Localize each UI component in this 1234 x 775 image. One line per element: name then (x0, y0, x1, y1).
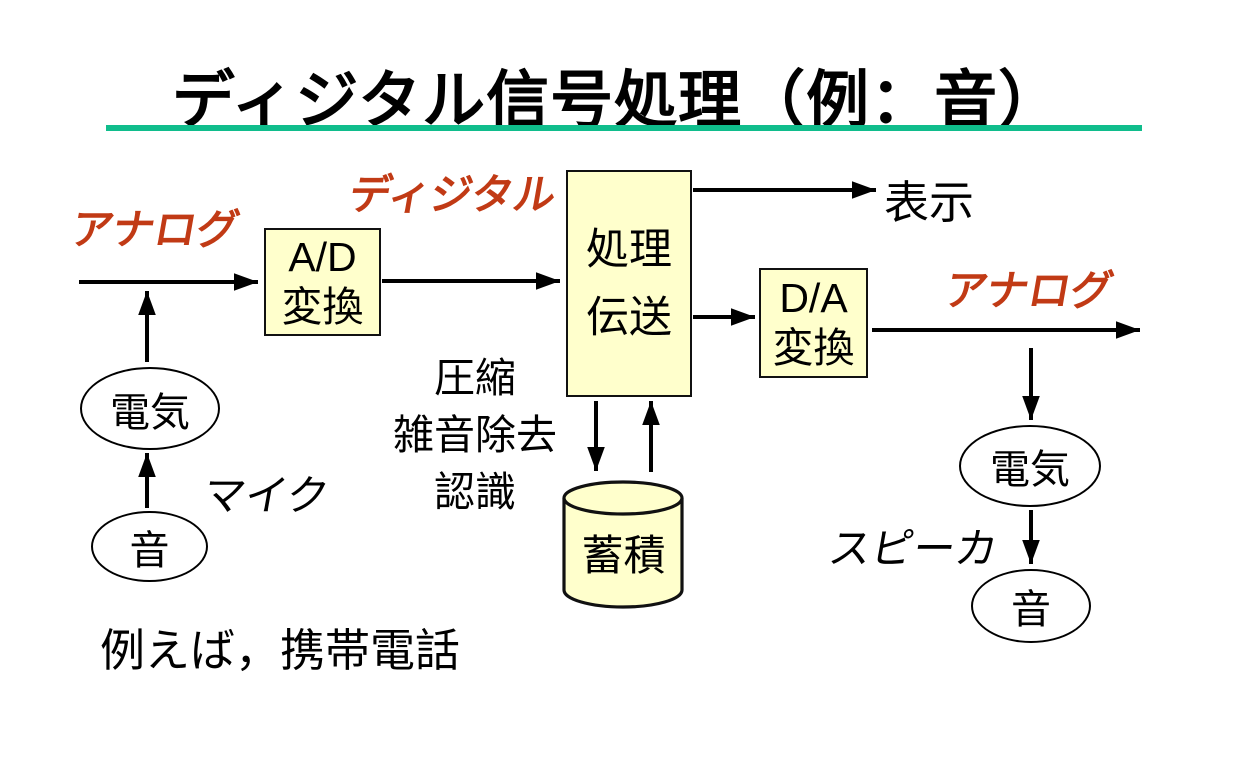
da-converter-line2: 変換 (772, 325, 855, 371)
ad-converter-line1: A/D (288, 234, 357, 280)
block-ad-converter: A/D 変換 (264, 228, 381, 336)
storage-label: 蓄積 (581, 532, 666, 579)
processing-function-recognition: 認識 (434, 469, 516, 515)
node-sound-output-label: 音 (1011, 588, 1051, 632)
processing-function-noise-removal: 雑音除去 (393, 412, 557, 458)
example-note: 例えば，携帯電話 (100, 625, 461, 676)
processing-line1: 処理 (586, 225, 672, 274)
processing-line2: 伝送 (586, 293, 672, 342)
label-analog-output: アナログ (941, 267, 1117, 314)
label-digital: ディジタル (345, 171, 560, 218)
page-title: ディジタル信号処理（例：音） (171, 66, 1063, 136)
da-converter-line1: D/A (779, 275, 848, 321)
node-electric-input-label: 電気 (110, 390, 190, 435)
block-da-converter: D/A 変換 (759, 268, 868, 378)
label-display: 表示 (884, 177, 975, 228)
label-analog-input: アナログ (67, 206, 243, 253)
label-microphone: マイク (199, 472, 333, 519)
processing-function-compression: 圧縮 (434, 355, 516, 401)
block-processing-transmission: 処理 伝送 (566, 170, 692, 397)
title-underline (106, 125, 1142, 131)
node-electric-input: 電気 (80, 367, 220, 450)
label-speaker: スピーカ (825, 525, 1002, 572)
node-sound-output: 音 (971, 569, 1091, 643)
node-electric-output-label: 電気 (990, 448, 1070, 492)
node-sound-input-label: 音 (129, 528, 170, 573)
ad-converter-line2: 変換 (281, 284, 364, 330)
node-sound-input: 音 (91, 511, 208, 582)
node-electric-output: 電気 (959, 425, 1101, 507)
processing-functions-list: 圧縮 雑音除去 認識 (368, 350, 582, 521)
